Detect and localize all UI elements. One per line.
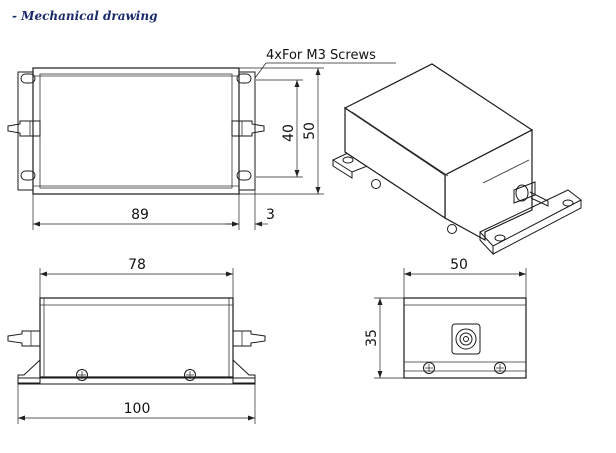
dimension-label-50-side: 50 (302, 122, 318, 140)
end-view: 50 35 (364, 257, 527, 379)
dimension-label-78: 78 (128, 257, 146, 273)
isometric-view (331, 63, 582, 256)
iso-screw (371, 179, 381, 189)
dimension-label-35: 35 (364, 329, 380, 347)
front-body (39, 297, 234, 378)
dimension-label-50-end: 50 (450, 257, 468, 273)
front-base-flange (17, 377, 256, 385)
front-view: 78 100 (7, 257, 266, 424)
end-screw-left (423, 362, 435, 374)
top-left-connector (7, 120, 41, 137)
dimension-label-3: 3 (266, 207, 275, 223)
end-body (403, 297, 527, 379)
dimension-label-100: 100 (124, 401, 151, 417)
front-screw-right (184, 369, 196, 381)
end-screw-right (494, 362, 506, 374)
top-slot (236, 73, 252, 84)
top-view: 4xFor M3 Screws 40 50 89 3 (7, 48, 396, 230)
dimension-label-89: 89 (131, 207, 149, 223)
front-right-connector (232, 330, 266, 347)
callout-leader (254, 62, 267, 79)
front-left-connector (7, 330, 41, 347)
top-right-connector (231, 120, 265, 137)
top-slot (236, 170, 252, 181)
screw-callout: 4xFor M3 Screws (266, 48, 376, 63)
iso-body-side (344, 106, 446, 220)
iso-screw (447, 224, 457, 234)
front-screw-left (76, 369, 88, 381)
section-heading: - Mechanical drawing (12, 9, 158, 23)
top-body (32, 67, 240, 195)
top-slot (20, 73, 36, 84)
end-connector (451, 323, 481, 355)
top-slot (20, 170, 36, 181)
dimension-label-40: 40 (281, 124, 297, 142)
